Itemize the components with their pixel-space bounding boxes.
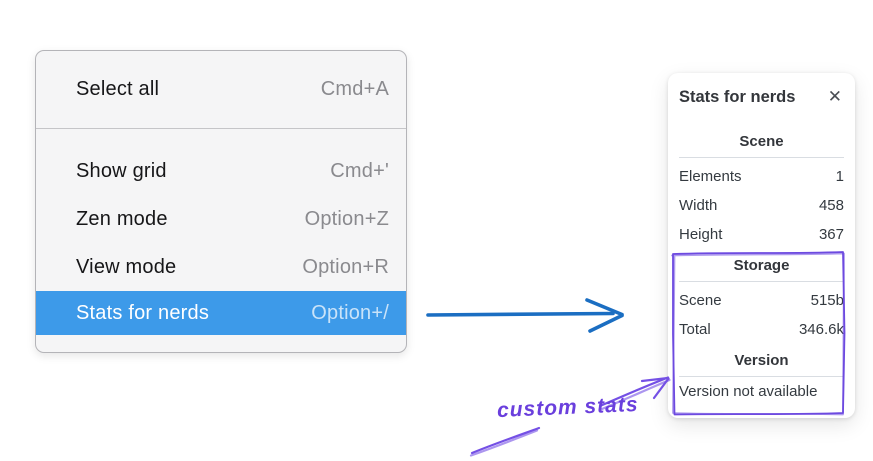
pointer-arrow-head-bottom (588, 313, 624, 333)
stats-panel-header: Stats for nerds ✕ (679, 85, 844, 109)
annotation-arrow-tail (470, 426, 541, 455)
stat-label: Total (679, 321, 711, 338)
stat-label: Width (679, 197, 718, 214)
stat-value: 367 (818, 226, 844, 243)
menu-item-shortcut: Option+Z (304, 207, 389, 230)
scene-rows: Elements 1 Width 458 Height 367 (679, 158, 844, 249)
menu-section: Show grid Cmd+' Zen mode Option+Z View m… (36, 129, 406, 335)
menu-item-shortcut: Cmd+A (320, 77, 389, 100)
annotation-arrow-head-left (640, 376, 670, 383)
stat-value: 1 (835, 168, 844, 185)
stat-value: 515b (810, 292, 844, 309)
stat-row-width: Width 458 (679, 191, 844, 220)
close-button[interactable]: ✕ (826, 86, 844, 107)
pointer-arrow-shaft (426, 311, 615, 317)
annotation-label: custom stats (496, 392, 639, 423)
stats-panel-title: Stats for nerds (679, 87, 796, 106)
stat-value: 458 (818, 197, 844, 214)
menu-item-view-mode[interactable]: View mode Option+R (36, 243, 406, 291)
stat-label: Height (679, 226, 723, 243)
annotation-arrow-head-bottom (652, 377, 670, 400)
storage-rows: Scene 515b Total 346.6k (679, 282, 844, 344)
stat-row-scene-size: Scene 515b (679, 286, 844, 315)
menu-divider (36, 128, 406, 129)
section-heading-scene: Scene (739, 133, 784, 150)
context-menu: Select all Cmd+A Show grid Cmd+' Zen mod… (35, 50, 407, 353)
menu-item-label: Show grid (76, 159, 167, 182)
section-heading-storage: Storage (733, 257, 790, 274)
menu-item-label: Zen mode (76, 207, 168, 230)
menu-item-shortcut: Option+/ (311, 301, 389, 324)
menu-item-select-all[interactable]: Select all Cmd+A (36, 61, 406, 117)
menu-item-label: Stats for nerds (76, 301, 210, 324)
menu-item-stats-for-nerds[interactable]: Stats for nerds Option+/ (36, 291, 406, 335)
pointer-arrow-head-top (585, 298, 624, 317)
stat-row-elements: Elements 1 (679, 162, 844, 191)
stats-panel: Stats for nerds ✕ Scene Elements 1 Width… (668, 73, 855, 418)
stat-label: Scene (679, 292, 722, 309)
stat-row-height: Height 367 (679, 220, 844, 249)
stat-value: 346.6k (798, 321, 844, 338)
section-divider (679, 157, 844, 158)
close-icon: ✕ (827, 86, 842, 107)
menu-item-label: View mode (76, 255, 177, 278)
version-note: Version not available (679, 383, 818, 400)
stat-label: Elements (679, 168, 742, 185)
section-heading-version: Version (734, 352, 789, 369)
menu-item-shortcut: Cmd+' (330, 159, 389, 182)
menu-item-zen-mode[interactable]: Zen mode Option+Z (36, 195, 406, 243)
stat-row-total-size: Total 346.6k (679, 315, 844, 344)
menu-item-shortcut: Option+R (302, 255, 389, 278)
menu-item-label: Select all (76, 77, 160, 100)
pointer-arrow (426, 298, 624, 333)
menu-item-show-grid[interactable]: Show grid Cmd+' (36, 147, 406, 195)
